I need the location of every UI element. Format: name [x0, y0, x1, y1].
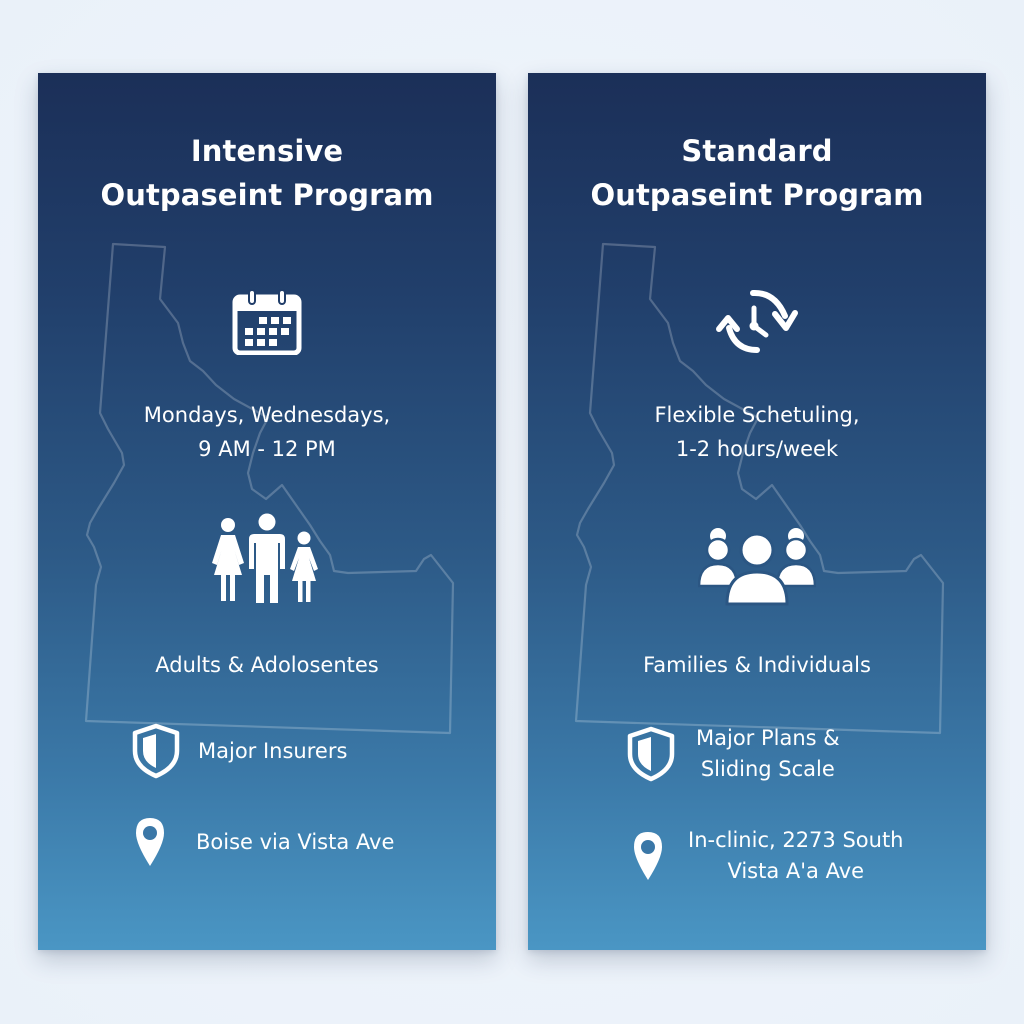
insurance-text: Major Insurers [198, 738, 348, 763]
program-title-line2: Outpaseint Program [590, 178, 924, 212]
program-title: Intensive Outpaseint Program [38, 129, 496, 217]
shield-icon [626, 726, 676, 782]
group-icon [528, 526, 986, 606]
shield-icon [131, 723, 181, 779]
location-row: In-clinic, 2273 South Vista A'a Ave [632, 825, 904, 887]
schedule-text: Flexible Schetuling, 1-2 hours/week [654, 403, 860, 461]
map-pin-icon [134, 816, 166, 868]
calendar-icon [38, 289, 496, 355]
program-title-line1: Standard [681, 134, 833, 168]
program-title-line1: Intensive [190, 134, 344, 168]
family-icon [38, 513, 496, 605]
program-title: Standard Outpaseint Program [528, 129, 986, 217]
program-card-intensive: Intensive Outpaseint Program [38, 73, 496, 950]
program-card-standard: Standard Outpaseint Program Flexible Sch… [528, 73, 986, 950]
insurance-text: Major Plans & Sliding Scale [696, 726, 840, 781]
schedule-text: Mondays, Wednesdays, 9 AM - 12 PM [143, 403, 391, 461]
audience-text: Adults & Adolosentes [155, 653, 379, 677]
location-text: In-clinic, 2273 South Vista A'a Ave [688, 828, 904, 883]
audience-text: Families & Individuals [643, 653, 871, 677]
insurance-row: Major Plans & Sliding Scale [626, 723, 840, 785]
location-text: Boise via Vista Ave [196, 829, 395, 854]
map-pin-icon [632, 830, 664, 882]
program-title-line2: Outpaseint Program [100, 178, 434, 212]
clock-cycle-icon [528, 286, 986, 358]
location-row: Boise via Vista Ave [134, 816, 394, 868]
insurance-row: Major Insurers [131, 723, 347, 779]
